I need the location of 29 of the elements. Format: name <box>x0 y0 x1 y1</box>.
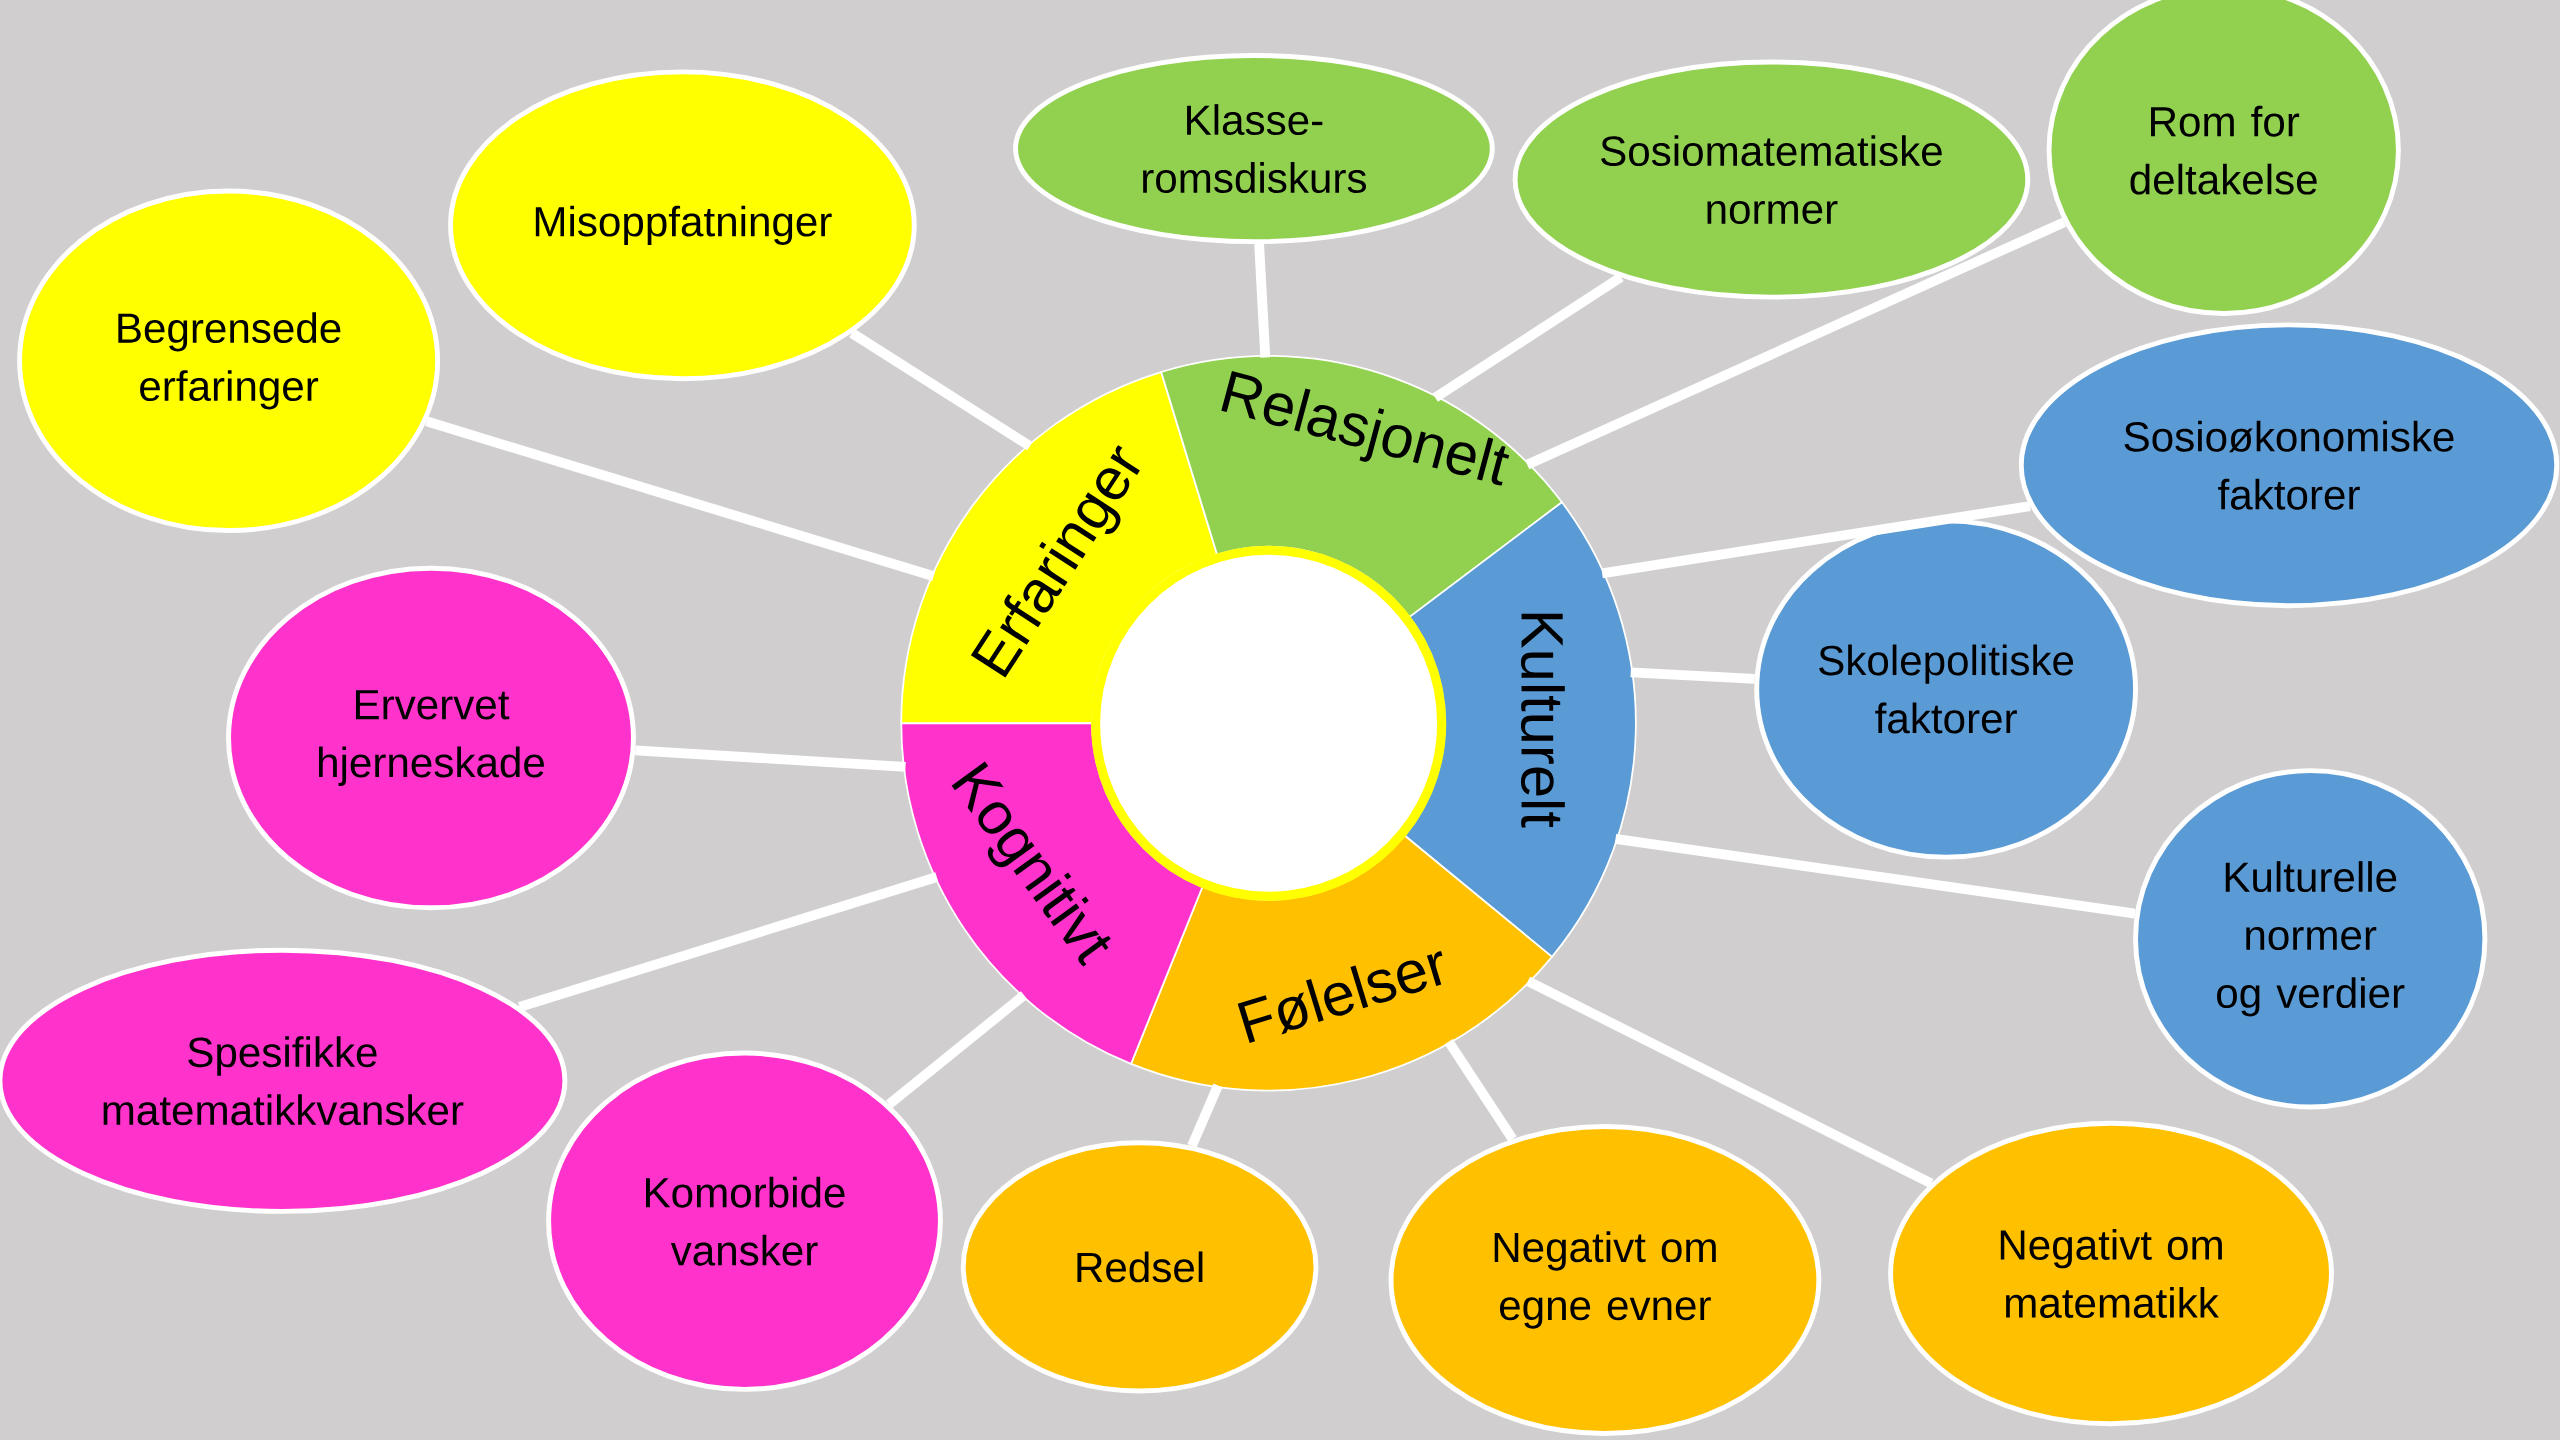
ellipse-bubble: Klasse- romsdiskurs <box>1013 53 1495 245</box>
ellipse-bubble: Spesifikke matematikkvansker <box>0 947 568 1214</box>
connector-line <box>517 872 939 1012</box>
connector-line <box>849 328 1033 451</box>
ellipse-bubble: Skolepolitiske faktorer <box>1754 518 2138 860</box>
connector-line <box>1525 976 1934 1188</box>
ring-segment: Følelser <box>1130 834 1553 1092</box>
connector-line <box>1187 1083 1223 1148</box>
connector-line <box>1432 273 1624 402</box>
connector-line <box>1630 667 1755 684</box>
connector-line <box>1444 1038 1517 1142</box>
ellipse-bubble: Sosioøkonomiske faktorer <box>2018 322 2560 609</box>
ellipse-bubble: Rom for deltakelse <box>2046 0 2401 316</box>
ellipse-bubble: Negativt om egne evner <box>1388 1124 1822 1436</box>
ellipse-bubble: Komorbide vansker <box>546 1050 943 1392</box>
connector-line <box>885 991 1028 1109</box>
ellipse-bubble: Begrensede erfaringer <box>17 188 441 534</box>
connector-line <box>1614 834 2136 919</box>
ellipse-bubble: Sosiomatematiske normer <box>1512 59 2031 300</box>
ellipse-bubble: Ervervet hjerneskade <box>226 565 636 911</box>
connector-line <box>425 416 936 581</box>
connector-line <box>1601 501 2031 579</box>
connector-line <box>1525 217 2067 470</box>
ellipse-bubble: Kulturelle normer og verdier <box>2133 768 2488 1110</box>
ellipse-bubble: Redsel <box>960 1140 1319 1394</box>
ellipse-bubble: Misoppfatninger <box>448 69 917 382</box>
ellipse-bubble: Negativt om matematikk <box>1888 1120 2334 1427</box>
connector-line <box>635 745 906 772</box>
connector-line <box>1254 243 1271 358</box>
